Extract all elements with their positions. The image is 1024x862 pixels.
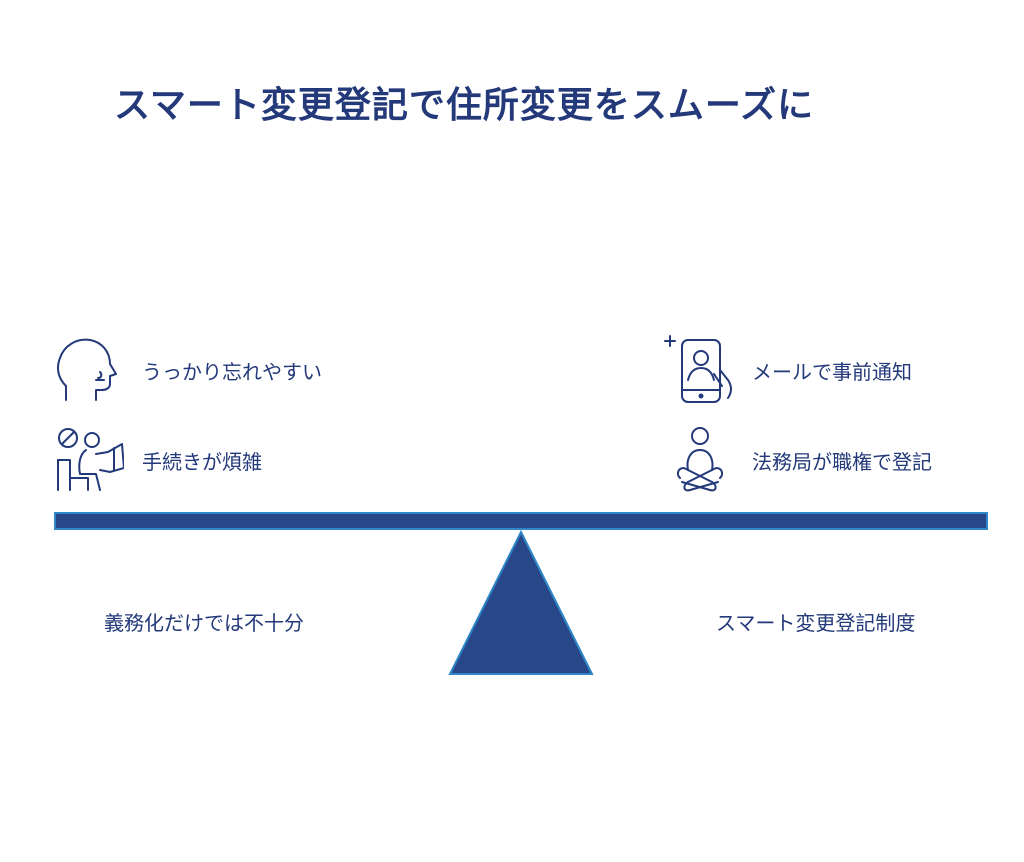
smartphone-notification-icon	[664, 335, 732, 403]
relaxed-person-icon	[676, 427, 724, 492]
right-base-label: スマート変更登記制度	[716, 611, 916, 635]
right-item-registration: 法務局が職権で登記	[662, 424, 932, 496]
right-item-notification: メールで事前通知	[662, 334, 912, 406]
left-item-label-paperwork: 手続きが煩雑	[142, 449, 262, 474]
left-item-label-forgetful: うっかり忘れやすい	[142, 359, 322, 384]
left-item-forgetful: うっかり忘れやすい	[52, 334, 322, 406]
left-item-paperwork: 手続きが煩雑	[52, 424, 262, 496]
fulcrum-triangle	[448, 530, 594, 675]
right-item-label-notification: メールで事前通知	[752, 359, 912, 384]
seesaw-beam	[54, 512, 988, 530]
forgetful-head-icon	[57, 338, 117, 401]
right-item-label-registration: 法務局が職権で登記	[752, 449, 932, 474]
page-title: スマート変更登記で住所変更をスムーズに	[114, 85, 815, 126]
left-base-label: 義務化だけでは不十分	[104, 611, 304, 635]
paperwork-person-icon	[57, 428, 124, 491]
